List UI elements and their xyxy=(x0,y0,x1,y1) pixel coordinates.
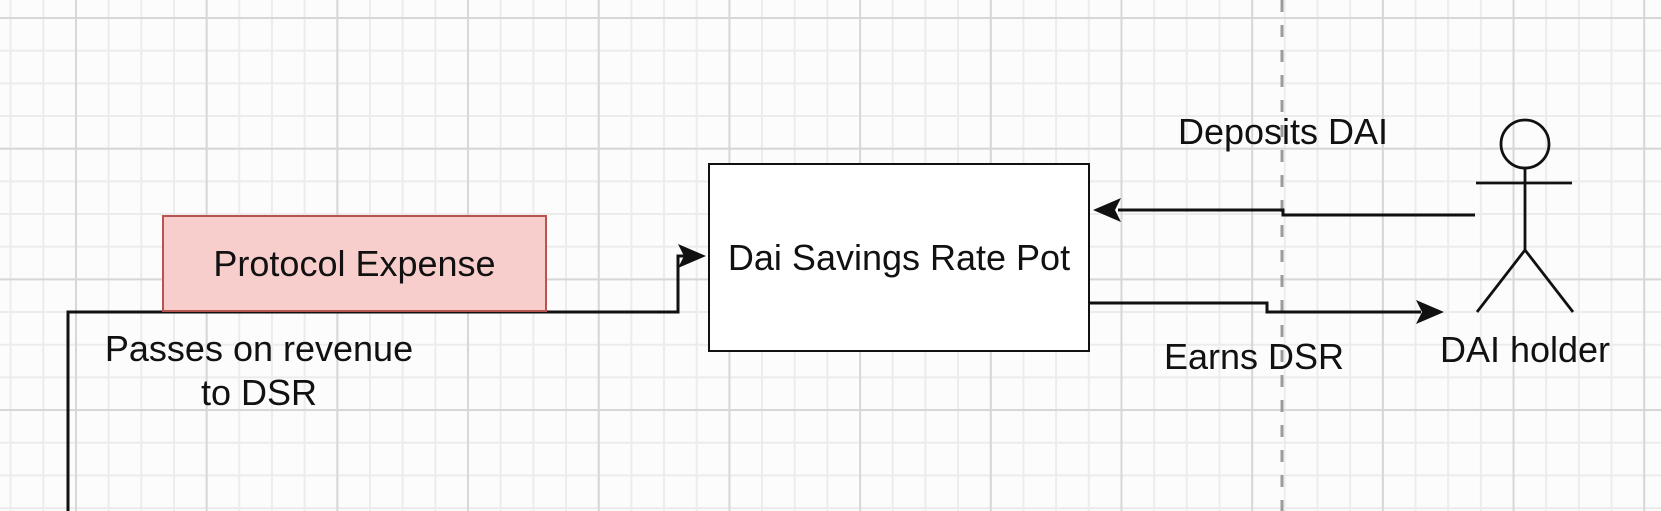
earns-connector-line xyxy=(1090,301,1421,314)
edge-label-deposits-dai: Deposits DAI xyxy=(1177,111,1389,152)
revenue-connector-arrowhead xyxy=(678,244,706,268)
edge-label-passes-on-revenue: Passes on revenue to DSR xyxy=(104,328,414,413)
actor-head xyxy=(1499,118,1551,170)
node-protocol-expense: Protocol Expense xyxy=(162,215,547,312)
node-dai-savings-rate-pot: Dai Savings Rate Pot xyxy=(708,163,1090,352)
actor-legs xyxy=(1475,247,1575,313)
revenue-connector-line xyxy=(66,254,688,511)
actor-label-dai-holder: DAI holder xyxy=(1439,329,1611,370)
earns-connector-arrowhead xyxy=(1416,300,1444,324)
node-protocol-expense-label: Protocol Expense xyxy=(213,242,496,284)
deposits-connector-arrowhead xyxy=(1093,198,1121,222)
dai-holder-actor xyxy=(1475,118,1575,313)
deposits-connector-line xyxy=(1118,208,1475,217)
edge-label-earns-dsr: Earns DSR xyxy=(1163,336,1345,377)
node-dai-savings-rate-pot-label: Dai Savings Rate Pot xyxy=(727,236,1071,278)
